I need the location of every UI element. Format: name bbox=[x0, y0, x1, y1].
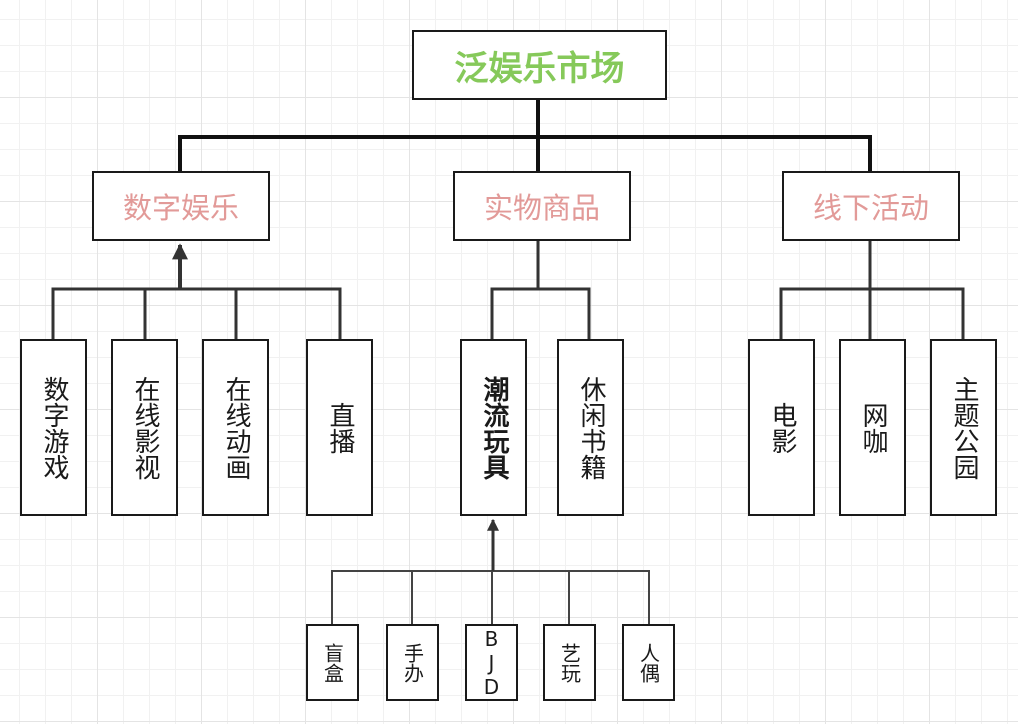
leaf-online-animation[interactable]: 在线动画 bbox=[202, 339, 269, 516]
leaf-movies[interactable]: 电影 bbox=[748, 339, 815, 516]
connector-physical-children bbox=[490, 241, 591, 339]
leaf-live-streaming[interactable]: 直播 bbox=[306, 339, 373, 516]
connector-digital-children bbox=[51, 287, 342, 339]
leaf-digital-games[interactable]: 数字游戏 bbox=[20, 339, 87, 516]
sub-item-label: 艺玩 bbox=[557, 642, 582, 683]
category-label: 线下活动 bbox=[812, 191, 929, 225]
leaf-leisure-books[interactable]: 休闲书籍 bbox=[557, 339, 624, 516]
sub-item-bjd[interactable]: BJD bbox=[465, 624, 518, 701]
root-label: 泛娱乐市场 bbox=[454, 48, 625, 89]
root-node[interactable]: 泛娱乐市场 bbox=[412, 30, 667, 100]
leaf-theme-park[interactable]: 主题公园 bbox=[930, 339, 997, 516]
leaf-label: 主题公园 bbox=[949, 375, 979, 480]
sub-item-label: 盲盒 bbox=[320, 642, 345, 683]
sub-item-label: 手办 bbox=[400, 642, 425, 683]
leaf-label: 在线动画 bbox=[221, 375, 251, 480]
leaf-label: 潮流玩具 bbox=[479, 375, 509, 480]
category-label: 数字娱乐 bbox=[122, 191, 239, 225]
connector-offline-children bbox=[779, 241, 965, 339]
sub-item-figure[interactable]: 手办 bbox=[386, 624, 439, 701]
category-digital-entertainment[interactable]: 数字娱乐 bbox=[92, 171, 270, 241]
leaf-label: 电影 bbox=[767, 401, 797, 454]
leaf-online-video[interactable]: 在线影视 bbox=[111, 339, 178, 516]
leaf-label: 数字游戏 bbox=[39, 375, 69, 480]
sub-item-label: BJD bbox=[479, 626, 504, 699]
sub-item-label: 人偶 bbox=[636, 642, 661, 683]
leaf-trendy-toys[interactable]: 潮流玩具 bbox=[460, 339, 527, 516]
leaf-internet-cafe[interactable]: 网咖 bbox=[839, 339, 906, 516]
sub-item-art-toy[interactable]: 艺玩 bbox=[543, 624, 596, 701]
leaf-label: 网咖 bbox=[858, 401, 888, 454]
sub-item-doll[interactable]: 人偶 bbox=[622, 624, 675, 701]
connector-sub-items bbox=[331, 570, 650, 624]
sub-item-blind-box[interactable]: 盲盒 bbox=[306, 624, 359, 701]
category-offline-activities[interactable]: 线下活动 bbox=[782, 171, 960, 241]
category-physical-goods[interactable]: 实物商品 bbox=[453, 171, 631, 241]
leaf-label: 直播 bbox=[325, 401, 355, 454]
connector-root-to-categories bbox=[178, 100, 872, 171]
leaf-label: 在线影视 bbox=[130, 375, 160, 480]
category-label: 实物商品 bbox=[483, 191, 600, 225]
leaf-label: 休闲书籍 bbox=[576, 375, 606, 480]
